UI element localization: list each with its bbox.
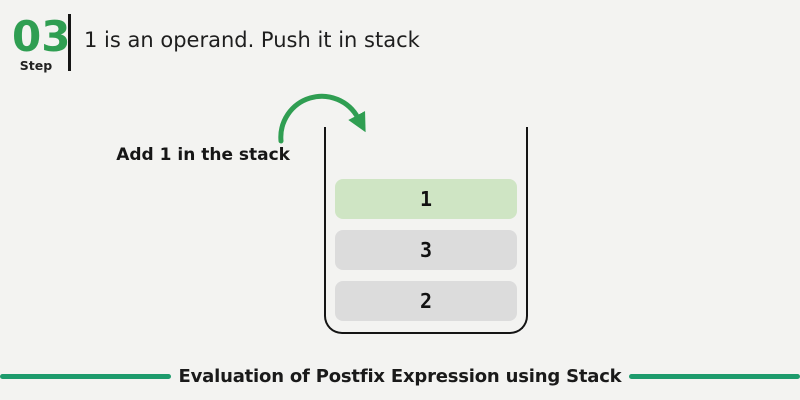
step-number: 03 <box>12 12 71 61</box>
step-label: Step <box>19 58 53 73</box>
header-divider <box>68 14 71 71</box>
stack-item: 2 <box>335 281 517 321</box>
step-description: 1 is an operand. Push it in stack <box>84 28 420 52</box>
step-badge: 03 Step <box>12 12 71 74</box>
stack-item: 3 <box>335 230 517 270</box>
footer-line-right <box>629 374 800 379</box>
curved-arrow-down-right-icon <box>278 93 366 144</box>
footer: Evaluation of Postfix Expression using S… <box>0 366 800 387</box>
push-annotation-label: Add 1 in the stack <box>116 145 290 165</box>
stack-item-top: 1 <box>335 179 517 219</box>
footer-title: Evaluation of Postfix Expression using S… <box>178 366 622 387</box>
stack-container: 1 3 2 <box>324 127 528 334</box>
footer-line-left <box>0 374 171 379</box>
